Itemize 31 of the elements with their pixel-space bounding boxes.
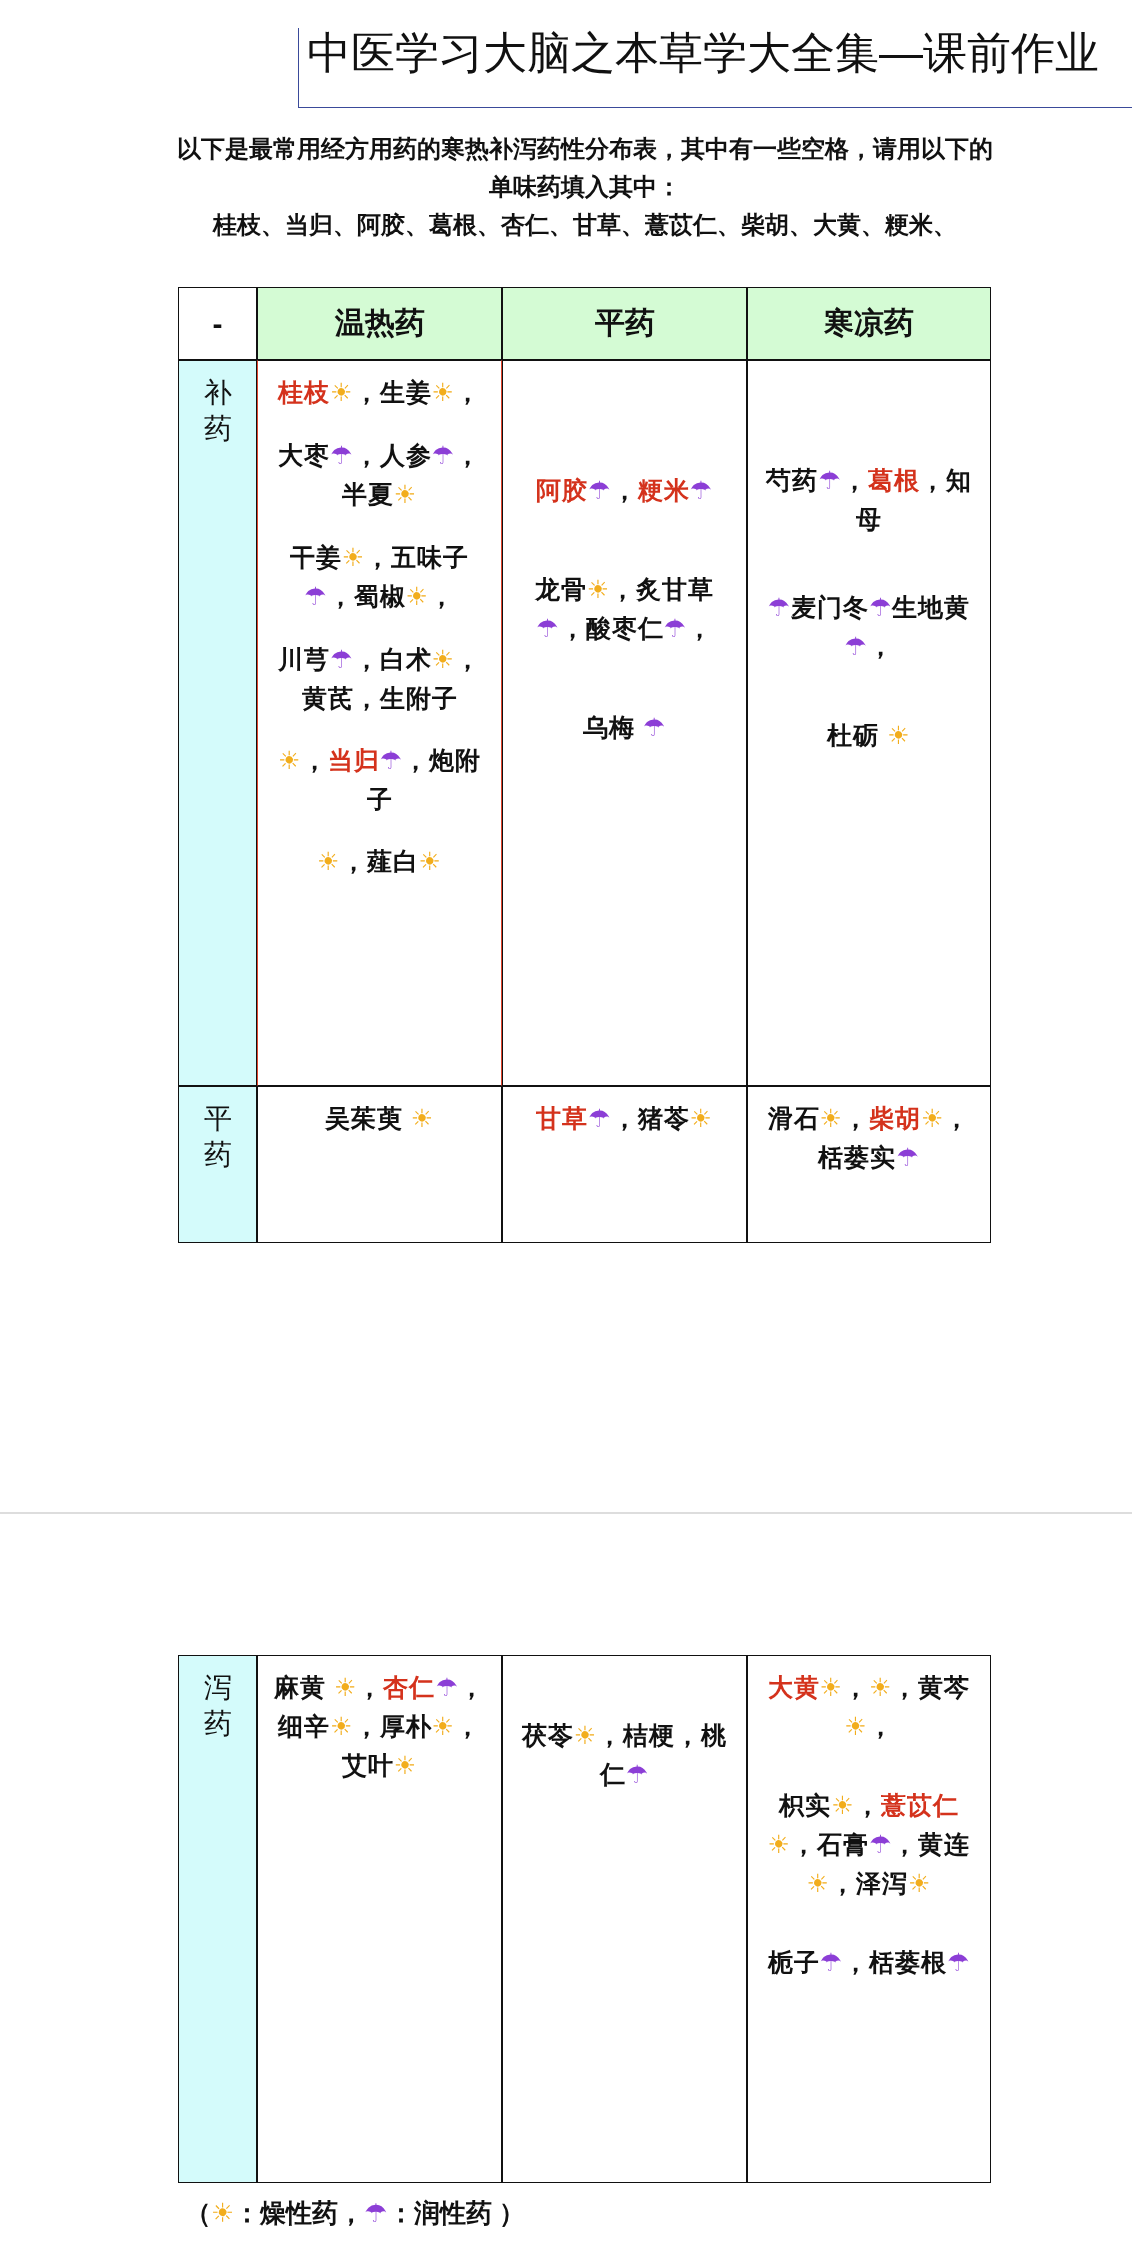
cell-text: 茯苓☀，桔梗，桃仁☂ — [520, 1720, 729, 1791]
cell-text: 大枣☂，人参☂，半夏☀ — [277, 440, 482, 511]
cell-text: 甘草☂，猪苓☀ — [535, 1103, 714, 1135]
cell-text: 龙骨☀，炙甘草☂，酸枣仁☂， — [533, 574, 716, 645]
cell-text: 大黄☀，☀，黄芩☀， — [766, 1672, 972, 1743]
cell-text: ☂麦门冬☂生地黄☂， — [766, 592, 972, 663]
column-header: - — [178, 287, 257, 360]
cell-text: ☀，当归☂，炮附子 — [277, 745, 482, 815]
row-header: 泻药 — [203, 1671, 232, 1742]
cell-text: 乌梅 ☂ — [581, 712, 668, 744]
column-header: 温热药 — [257, 287, 502, 360]
instruction-text: 以下是最常用经方用药的寒热补泻药性分布表，其中有一些空格，请用以下的单味药填入其中： — [176, 134, 994, 202]
cell-text: 芍药☂，葛根，知母 — [765, 465, 973, 535]
legend-text: （☀：燥性药，☂：润性药 ） — [185, 2197, 525, 2230]
column-header: 寒凉药 — [747, 287, 991, 360]
cell-text: 吴茱萸 ☀ — [323, 1103, 436, 1135]
cell-text: 干姜☀，五味子☂，蜀椒☀， — [288, 542, 471, 613]
cell-text: 桂枝☀，生姜☀， — [276, 377, 482, 409]
row-header: 补药 — [203, 376, 232, 447]
page-title: 中医学习大脑之本草学大全集—课前作业 — [298, 28, 1132, 108]
cell-text: 栀子☂，栝蒌根☂ — [766, 1947, 972, 1979]
cell-text: 阿胶☂，粳米☂ — [535, 475, 714, 507]
cell-text: 杜砺 ☀ — [825, 720, 912, 752]
cell-text: 滑石☀，柴胡☀，栝蒌实☂ — [766, 1103, 972, 1174]
column-header: 平药 — [502, 287, 747, 360]
instruction-text: 桂枝、当归、阿胶、葛根、杏仁、甘草、薏苡仁、柴胡、大黄、粳米、 — [211, 210, 958, 240]
cell-text: 川芎☂，白术☀，黄芪，生附子 — [277, 644, 482, 714]
row-header: 平药 — [203, 1102, 232, 1173]
cell-text: 麻黄 ☀，杏仁☂，细辛☀，厚朴☀，艾叶☀ — [273, 1672, 486, 1782]
cell-text: ☀，薤白☀ — [316, 846, 443, 878]
cell-text: 枳实☀，薏苡仁☀，石膏☂，黄连☀，泽泻☀ — [766, 1790, 972, 1900]
